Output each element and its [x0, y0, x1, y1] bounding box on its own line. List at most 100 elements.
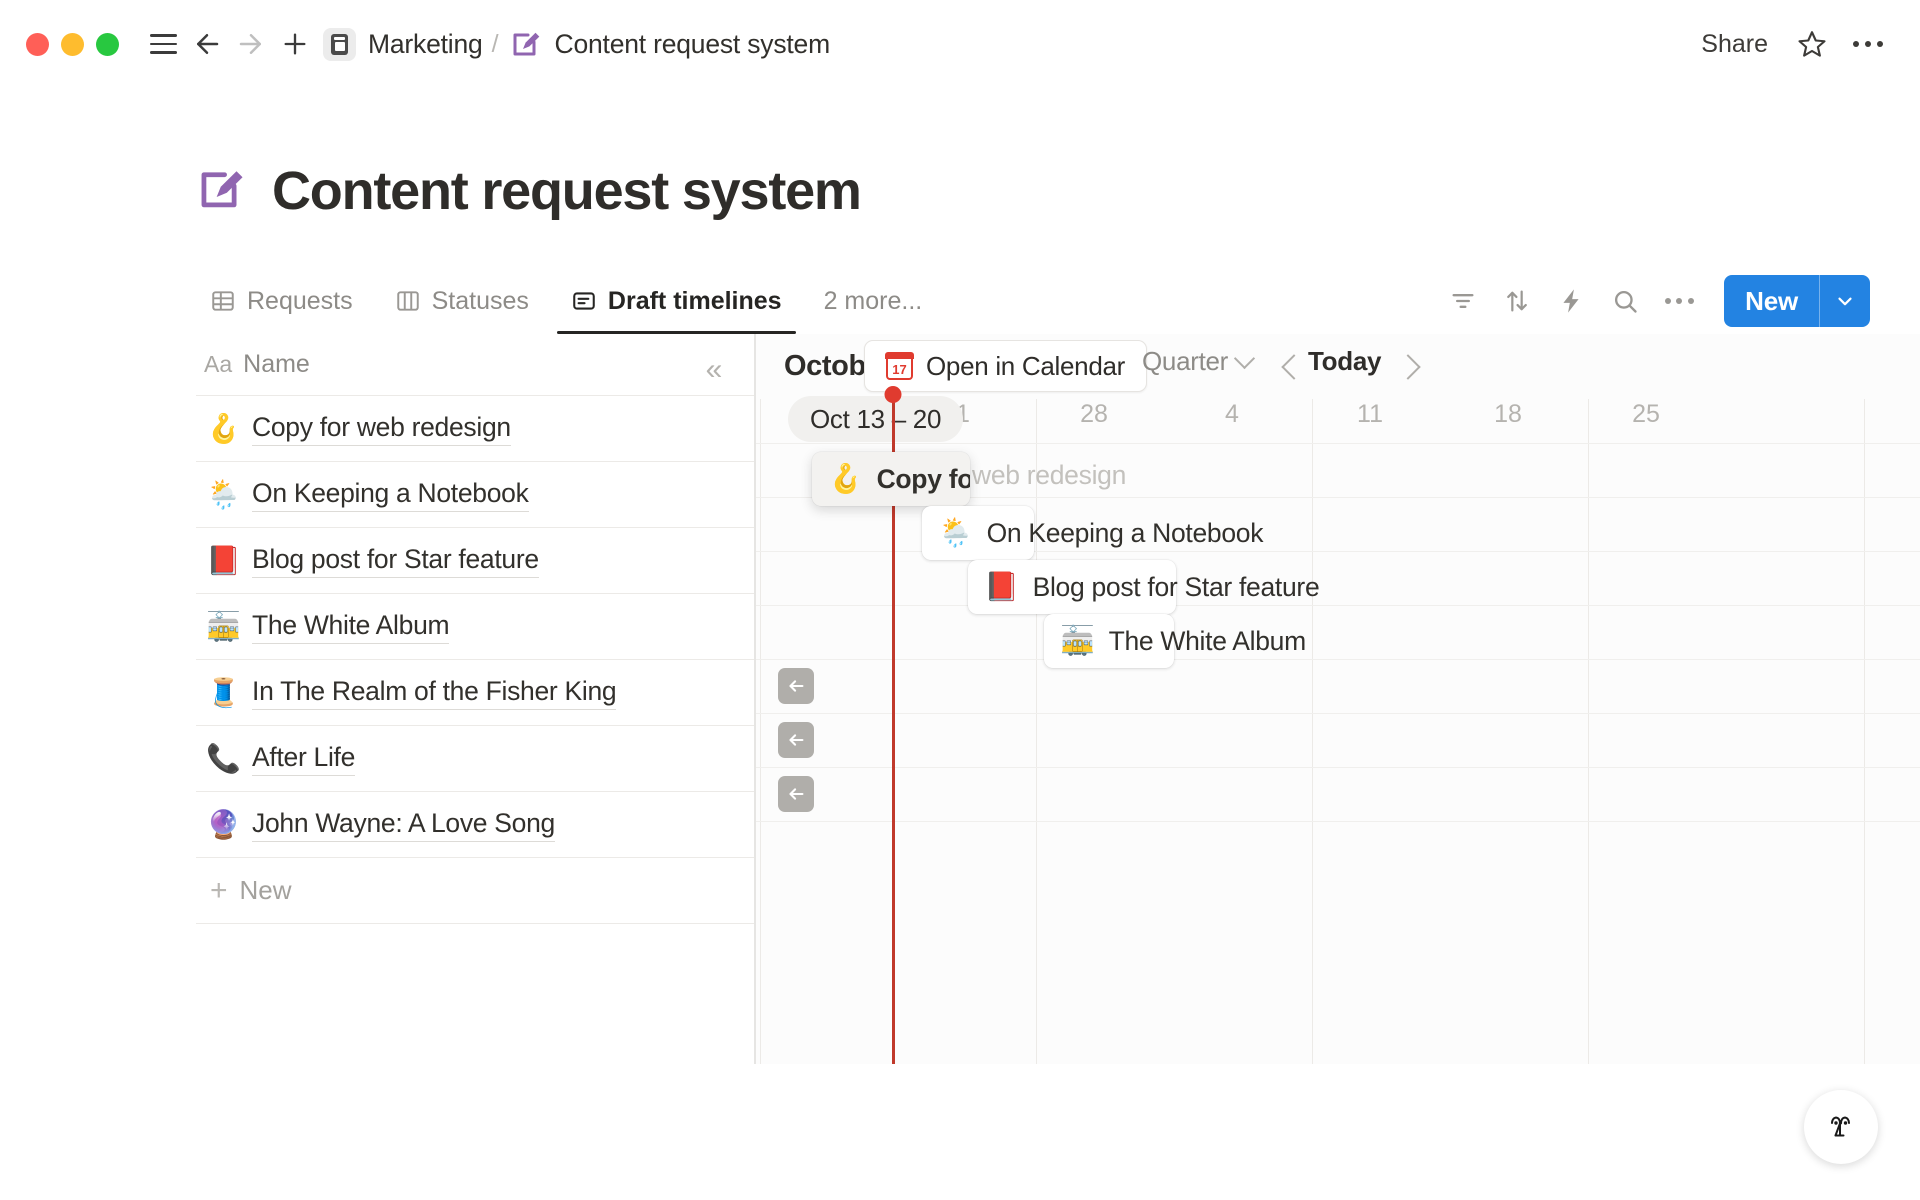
list-item[interactable]: 🪝 Copy for web redesign: [196, 396, 754, 462]
row-name[interactable]: John Wayne: A Love Song: [252, 808, 555, 842]
window-titlebar: Marketing / Content request system Share: [0, 0, 1920, 88]
ruler-tick: 25: [1632, 400, 1660, 428]
chevron-left-icon: [1281, 354, 1307, 380]
breadcrumb-workspace[interactable]: Marketing: [368, 28, 483, 59]
column-header-name[interactable]: Aa Name: [196, 334, 754, 396]
grid-row-line: [756, 605, 1920, 606]
new-button-dropdown[interactable]: [1820, 275, 1870, 327]
scroll-to-record-button[interactable]: [778, 722, 814, 758]
navigate-back-button[interactable]: [185, 22, 229, 66]
page-title-icon[interactable]: [196, 162, 250, 221]
more-views-button[interactable]: 2 more...: [823, 286, 923, 315]
list-item[interactable]: 🌦️ On Keeping a Notebook: [196, 462, 754, 528]
row-emoji-icon: 🌦️: [206, 478, 241, 510]
list-item[interactable]: 🔮 John Wayne: A Love Song: [196, 792, 754, 858]
grid-row-line: [756, 497, 1920, 498]
row-emoji-icon: 🪝: [206, 412, 241, 444]
arrow-left-icon: [789, 680, 804, 692]
navigate-forward-button[interactable]: [229, 22, 273, 66]
timeline-bar[interactable]: 🚋 The White Album: [1044, 614, 1306, 668]
bar-label: The White Album: [1108, 625, 1307, 656]
timeline-prev-button[interactable]: [1276, 348, 1312, 386]
new-page-button[interactable]: [273, 22, 317, 66]
scroll-to-record-button[interactable]: [778, 776, 814, 812]
page-title[interactable]: Content request system: [272, 161, 862, 221]
close-window-button[interactable]: [26, 32, 49, 56]
filter-button[interactable]: [1438, 276, 1488, 326]
minimize-window-button[interactable]: [61, 32, 84, 56]
star-icon: [1798, 31, 1826, 57]
titlebar-actions: Share: [1689, 22, 1892, 66]
new-row-button[interactable]: + New: [196, 858, 754, 924]
tab-label: Statuses: [431, 286, 529, 315]
row-name[interactable]: After Life: [252, 742, 355, 776]
row-name[interactable]: In The Realm of the Fisher King: [252, 676, 617, 710]
maximize-window-button[interactable]: [96, 32, 119, 56]
timeline-today-button[interactable]: Today: [1308, 346, 1382, 376]
new-button-divider: [1819, 275, 1820, 327]
pencil-square-icon: [201, 170, 243, 207]
timeline-bar-dragging[interactable]: 🪝 Copy for web redesign: [812, 452, 970, 506]
list-item[interactable]: 📕 Blog post for Star feature: [196, 528, 754, 594]
scroll-to-record-button[interactable]: [778, 668, 814, 704]
share-button[interactable]: Share: [1701, 29, 1768, 58]
new-button[interactable]: New: [1745, 285, 1798, 316]
timeline-bar-ghost: web redesign: [972, 460, 1126, 491]
list-item[interactable]: 📞 After Life: [196, 726, 754, 792]
timeline-grid: web redesign 🪝 Copy for web redesign 🌦️ …: [756, 386, 1920, 1064]
ghost-label: web redesign: [972, 460, 1127, 490]
notebook-icon: [331, 33, 348, 55]
help-button[interactable]: [1804, 1090, 1878, 1164]
row-name[interactable]: The White Album: [252, 610, 450, 644]
grid-line: [1588, 399, 1589, 1064]
tab-label: Draft timelines: [607, 286, 782, 315]
calendar-day-number: 17: [892, 361, 907, 377]
view-options-button[interactable]: [1654, 276, 1704, 326]
row-name[interactable]: Blog post for Star feature: [252, 544, 539, 578]
timeline-bar[interactable]: 🌦️ On Keeping a Notebook: [922, 506, 1263, 560]
row-emoji-icon: 🚋: [206, 610, 241, 642]
breadcrumb-separator: /: [491, 29, 499, 58]
favorite-button[interactable]: [1788, 22, 1836, 66]
pane-divider: [754, 334, 756, 1064]
tab-statuses[interactable]: Statuses: [381, 268, 543, 334]
search-button[interactable]: [1600, 276, 1650, 326]
collapse-list-button[interactable]: «: [705, 353, 723, 386]
tab-requests[interactable]: Requests: [196, 268, 367, 334]
ruler-tick: 11: [1357, 400, 1383, 428]
bar-label: Copy for web redesign: [876, 463, 970, 494]
list-item[interactable]: 🧵 In The Realm of the Fisher King: [196, 660, 754, 726]
open-in-calendar-button[interactable]: 17 Open in Calendar: [864, 340, 1147, 392]
row-emoji-icon: 📕: [206, 544, 241, 576]
timeline-scale-select[interactable]: Quarter: [1142, 346, 1256, 377]
timeline-scale-label: Quarter: [1142, 346, 1229, 376]
plus-icon: [284, 33, 306, 55]
pencil-square-icon: [513, 32, 539, 56]
grid-row-line: [756, 443, 1920, 444]
chevron-right-icon: [1395, 354, 1421, 380]
tab-draft-timelines[interactable]: Draft timelines: [556, 268, 796, 334]
sort-button[interactable]: [1492, 276, 1542, 326]
row-name[interactable]: Copy for web redesign: [252, 412, 511, 446]
page-options-button[interactable]: [1844, 22, 1892, 66]
bar-label: On Keeping a Notebook: [986, 517, 1264, 548]
bar-emoji-icon: 📕: [984, 571, 1019, 602]
grid-line: [1036, 399, 1037, 1064]
sidebar-toggle-button[interactable]: [141, 22, 185, 66]
row-name[interactable]: On Keeping a Notebook: [252, 478, 529, 512]
drag-range-tooltip: Oct 13 – 20: [788, 396, 964, 442]
list-item[interactable]: 🚋 The White Album: [196, 594, 754, 660]
grid-row-line: [756, 551, 1920, 552]
automation-button[interactable]: [1546, 276, 1596, 326]
timeline-canvas[interactable]: October 2024 17 Open in Calendar Quarter…: [756, 334, 1920, 1064]
new-record-button-group: New: [1724, 275, 1870, 327]
breadcrumb-page[interactable]: Content request system: [554, 28, 831, 59]
bar-label: Blog post for Star feature: [1032, 571, 1320, 602]
timeline-bar[interactable]: 📕 Blog post for Star feature: [968, 560, 1320, 614]
timeline-next-button[interactable]: [1390, 348, 1426, 386]
timeline-name-list: Aa Name 🪝 Copy for web redesign 🌦️ On Ke…: [196, 334, 754, 1064]
workspace-icon-chip[interactable]: [323, 27, 356, 61]
grid-line: [760, 399, 761, 1064]
chevron-down-icon: [1233, 347, 1256, 369]
